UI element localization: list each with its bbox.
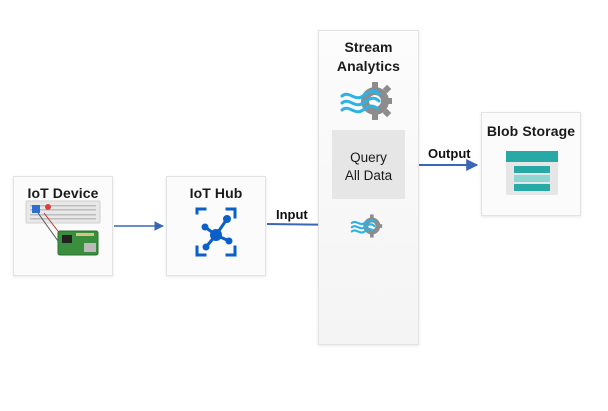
blob-storage-title: Blob Storage (486, 123, 576, 139)
query-box[interactable]: Query All Data (332, 130, 405, 199)
iot-hub-title: IoT Hub (189, 185, 243, 201)
output-label: Output (428, 146, 471, 161)
input-label: Input (276, 207, 308, 222)
iot-device-title: IoT Device (27, 185, 99, 201)
blob-storage-icon (506, 151, 558, 195)
stream-analytics-title-line1: Stream (344, 39, 393, 55)
blob-storage-node[interactable]: Blob Storage (481, 112, 581, 216)
query-line2: All Data (344, 168, 393, 183)
stream-analytics-input-gear-icon (350, 214, 383, 238)
iot-hub-node[interactable]: IoT Hub (166, 176, 266, 276)
stream-analytics-gear-icon (340, 82, 392, 120)
iot-hub-icon (195, 207, 237, 257)
query-line1: Query (350, 150, 387, 165)
stream-analytics-title: Stream Analytics (319, 38, 418, 76)
raspberry-pi-breadboard-icon (25, 200, 101, 256)
stream-analytics-title-line2: Analytics (336, 58, 401, 74)
iot-device-node[interactable]: IoT Device (13, 176, 113, 276)
